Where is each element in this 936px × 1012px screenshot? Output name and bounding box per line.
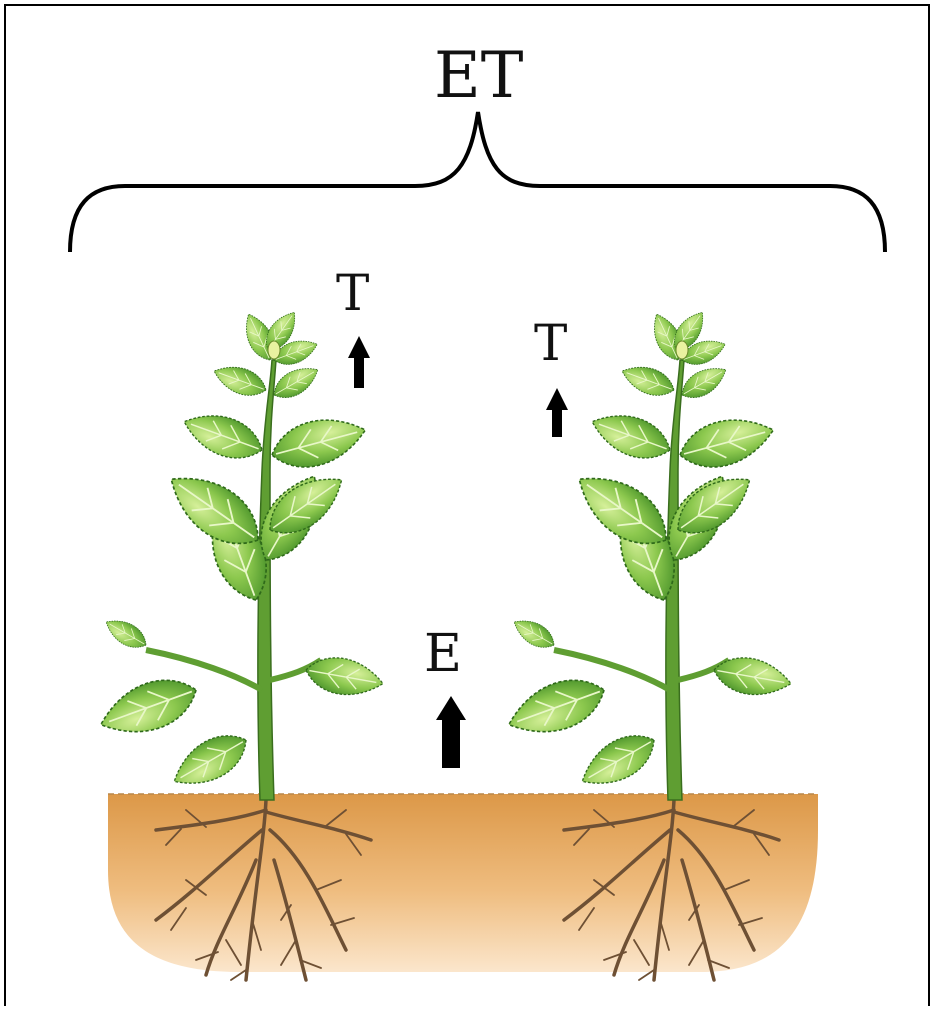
et-brace — [70, 112, 885, 252]
transpiration-arrow-left — [348, 336, 370, 388]
evaporation-arrow — [436, 696, 466, 768]
transpiration-label-right: T — [534, 318, 567, 368]
transpiration-label-left: T — [336, 268, 369, 318]
transpiration-arrow-right — [546, 388, 568, 437]
evaporation-label: E — [424, 628, 462, 680]
et-label: ET — [434, 44, 523, 108]
